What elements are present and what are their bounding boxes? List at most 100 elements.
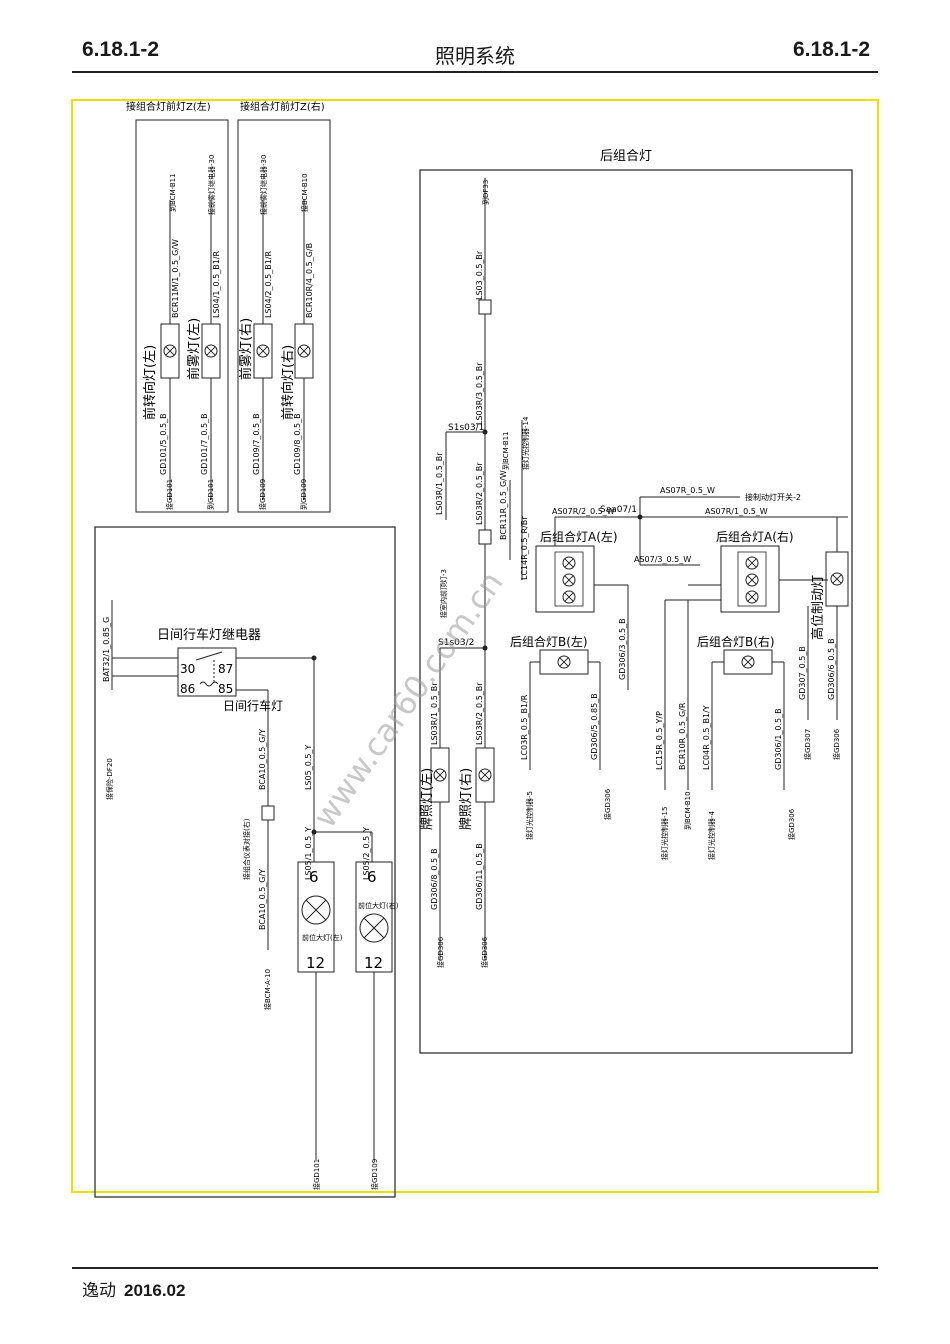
diagram-frame (71, 99, 879, 1193)
wire-label: BAT32/1_0.85_G (102, 617, 111, 682)
rear-b-left-lamp (539, 649, 589, 675)
relay-pin: 86 (180, 682, 195, 696)
ref-label: 接BCM-B10 (300, 173, 309, 212)
wire-label: GD306/8_0.5_B (430, 848, 439, 910)
relay-pin: 30 (180, 662, 195, 676)
wire-label: BCA10_0.5_G/Y (258, 869, 267, 930)
wire-label: GD306/11_0.5_B (475, 843, 484, 910)
high-brake-lamp (825, 551, 849, 607)
ref-label: 接前雾灯继电器-30 (259, 155, 268, 215)
rear-b-right-label: 后组合灯B(右) (697, 634, 775, 649)
front-right-fog-lamp-label: 前雾灯(右) (238, 318, 254, 380)
wire-label: LS03R/2_0.5_Br (475, 462, 484, 525)
ref-label: 接制动灯开关-2 (745, 492, 801, 502)
wire-label: GD109/7_0.5_B (252, 413, 261, 475)
ref-label: 接GD101 (165, 479, 174, 510)
wire-label: LC14R_0.5_R/Br (520, 516, 529, 580)
wire-label: GD306/6_0.5_B (827, 638, 836, 700)
ref-label: 接灯光控制器-4 (707, 810, 716, 860)
front-position-lamp-left-label: 前位大灯(左) (302, 933, 343, 942)
rear-a-left-lamp (535, 545, 595, 613)
wire-label: LS05_0.5_Y (304, 745, 313, 790)
front-right-turn-lamp-label: 前转向灯(右) (280, 345, 296, 420)
splice-label: S1s03/2 (438, 638, 474, 648)
wire-label: GD307_0.5_B (798, 646, 807, 700)
relay-pin: 85 (218, 682, 233, 696)
ground-label: 接GD109 (370, 1159, 379, 1190)
ref-label: 接GD109 (258, 479, 267, 510)
ref-label: 接灯光控制器-5 (525, 791, 534, 840)
ref-label: 接GD306 (832, 728, 841, 760)
section-number-left: 6.18.1-2 (82, 38, 160, 61)
plate-lamp-right (475, 747, 495, 803)
wire-label: LS03R/1_0.5_Br (430, 682, 439, 745)
ref-label: 到BCM-B11 (502, 431, 510, 470)
wire-label: LS05/2_0.5_Y (362, 827, 371, 880)
rear-b-right-lamp (723, 649, 773, 675)
wire-label: BCR10R/4_0.5_G/B (305, 243, 314, 318)
wire-label: BCR10R_0.5_G/R (678, 702, 687, 770)
plate-lamp-right-label: 牌照灯(右) (458, 768, 474, 830)
plate-lamp-left-label: 牌照灯(左) (419, 768, 435, 830)
front-left-turn-lamp (160, 323, 180, 379)
ref-label: 接灯光控制器-14 (521, 416, 530, 470)
footer-model: 逸动 (82, 1281, 116, 1301)
wire-label: LS03R/1_0.5_Br (435, 452, 444, 515)
splice-label: Saa07/1 (600, 505, 637, 515)
wire-label: GD109/8_0.5_B (293, 413, 302, 475)
wire-label: AS07R_0.5_W (660, 486, 715, 495)
high-brake-lamp-label: 高位制动灯 (810, 575, 826, 640)
ref-label: 接GD306 (480, 936, 489, 968)
lamp-pin-top: 6 (309, 868, 319, 886)
wire-label: LS03R/2_0.5_Br (475, 682, 484, 745)
footer-edition: 2016.02 (124, 1281, 186, 1300)
front-left-group-box (135, 119, 229, 513)
lamp-pin-bottom: 12 (306, 954, 325, 972)
ref-label: 到GD101 (207, 479, 215, 510)
drl-label: 日间行车灯 (223, 698, 283, 713)
wire-label: GD306/1_0.5_B (774, 708, 783, 770)
footer-rule (72, 1267, 878, 1269)
ground-label: 接GD101 (312, 1159, 321, 1190)
wire-label: BCR11M/1_0.5_G/W (171, 239, 180, 318)
ref-label: 接灯光控制器-15 (660, 807, 669, 860)
ref-label: 到GD109 (300, 479, 308, 510)
drl-relay-label: 日间行车灯继电器 (157, 627, 261, 643)
page-title: 照明系统 (435, 44, 515, 68)
wire-label: BCR11R_0.5_G/W (499, 470, 508, 540)
drl-relay (177, 647, 237, 697)
rear-a-right-lamp (720, 545, 780, 613)
ref-label: 接保险-DF20 (105, 758, 114, 800)
ref-label: 到DF33 (482, 180, 490, 205)
connector-label-right: 接组合灯前灯Z(右) (240, 100, 325, 113)
wire-label: GD101/7_0.5_B (200, 413, 209, 475)
wire-label: LC04R_0.5_B1/Y (702, 705, 711, 770)
wire-label: AS07R/1_0.5_W (705, 507, 768, 516)
ref-label: 接BCM-A-10 (263, 969, 272, 1010)
rear-a-right-label: 后组合灯A(右) (716, 529, 794, 544)
section-number-right: 6.18.1-2 (792, 38, 870, 61)
header-rule (72, 71, 878, 73)
front-position-lamp-right-label: 前位大灯(右) (358, 901, 399, 910)
rear-section-title: 后组合灯 (600, 149, 652, 164)
rear-a-left-label: 后组合灯A(左) (540, 529, 618, 544)
ref-label: 接前雾灯继电器-30 (207, 155, 216, 215)
drl-section-box (94, 526, 396, 1198)
ref-label: 接室内前顶灯-3 (439, 569, 448, 618)
wire-label: AS07/3_0.5_W (634, 555, 691, 564)
ref-label: 到BCM-B10 (684, 791, 692, 830)
connector-label-left: 接组合灯前灯Z(左) (126, 100, 211, 113)
rear-section-box (419, 169, 853, 1054)
wire-label: LC15R_0.5_Y/P (655, 711, 664, 770)
rear-b-left-label: 后组合灯B(左) (510, 634, 588, 649)
relay-pin: 87 (218, 662, 233, 676)
wire-label: BCA10_0.5_G/Y (258, 729, 267, 790)
wire-label: GD101/5_0.5_B (159, 413, 168, 475)
wire-label: LC03R_0.5_B1/R (520, 694, 529, 760)
lamp-pin-bottom: 12 (364, 954, 383, 972)
lamp-pin-top: 6 (367, 868, 377, 886)
front-right-group-box (237, 119, 331, 513)
wire-label: LS04/1_0.5_B1/R (212, 251, 221, 318)
front-left-fog-lamp-label: 前雾灯(左) (186, 318, 202, 380)
